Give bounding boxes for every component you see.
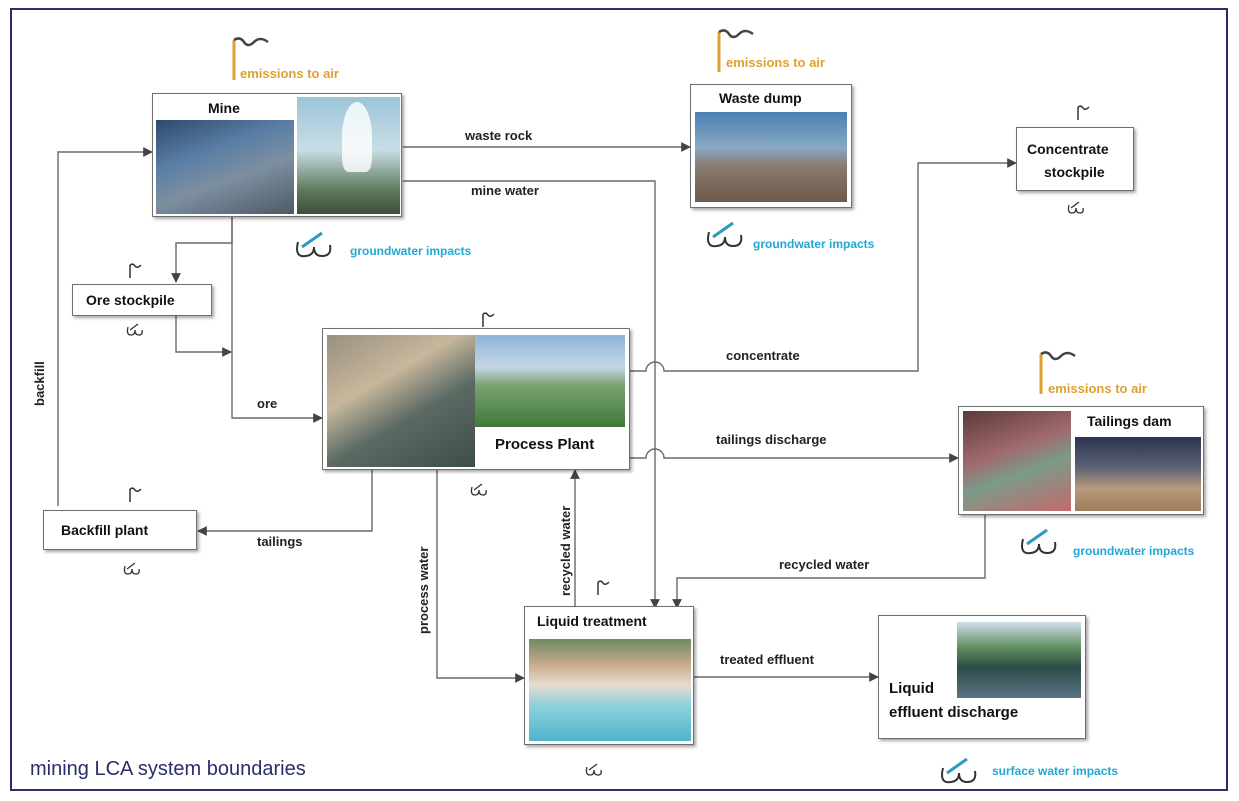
flow-label-process-water: process water <box>416 546 431 634</box>
flow-label-recycled-water: recycled water <box>779 557 870 572</box>
groundwater-icon <box>1021 528 1057 555</box>
recycled-water-arrow <box>672 515 986 609</box>
tailings-groundwater-label: groundwater impacts <box>1073 544 1195 558</box>
mine-headframe-photo <box>297 97 400 214</box>
small-groundwater-icon <box>1067 201 1084 214</box>
small-flag-icon <box>482 312 495 327</box>
flow-label-waste-rock: waste rock <box>465 128 533 143</box>
mine-groundwater-label: groundwater impacts <box>350 244 472 258</box>
ore-arrow <box>231 217 323 423</box>
waste-dump-node: Waste dump <box>690 84 852 208</box>
liquid-treatment-node: Liquid treatment <box>524 606 694 745</box>
emissions-flag-icon <box>1039 351 1076 394</box>
liquid-treatment-title: Liquid treatment <box>537 613 647 629</box>
diagram-caption: mining LCA system boundaries <box>30 758 306 780</box>
liquid-effluent-title-1: Liquid <box>889 680 934 697</box>
surface-water-label: surface water impacts <box>992 764 1119 778</box>
flow-label-mine-water: mine water <box>471 183 539 198</box>
flow-label-treated-effluent: treated effluent <box>720 652 814 667</box>
liquid-effluent-photo <box>957 622 1081 698</box>
emissions-flag-icon <box>717 29 754 72</box>
process-plant-thickener-photo <box>327 335 475 467</box>
surface-water-icon <box>941 757 977 784</box>
tailings-dam-node: Tailings dam <box>958 406 1204 515</box>
liquid-effluent-node: Liquid effluent discharge <box>878 615 1086 739</box>
small-flag-icon <box>1077 105 1090 120</box>
flow-label-tailings-discharge: tailings discharge <box>716 432 827 447</box>
tailings-emissions-label: emissions to air <box>1048 381 1147 396</box>
tailings-arrow <box>197 470 373 536</box>
small-groundwater-icon <box>126 323 143 336</box>
ore-stockpile-title: Ore stockpile <box>86 292 175 308</box>
tailings-discharge-arrow <box>630 448 959 463</box>
tailings-dam-photo-1 <box>963 411 1071 511</box>
mine-pit-photo <box>156 120 294 214</box>
tailings-dam-title: Tailings dam <box>1087 413 1172 429</box>
backfill-arrow <box>57 147 153 506</box>
flow-label-tailings: tailings <box>257 534 303 549</box>
mine-node: Mine <box>152 93 402 217</box>
waste-dump-photo <box>695 112 847 202</box>
flow-label-ore: ore <box>257 396 278 411</box>
groundwater-icon <box>707 221 743 248</box>
liquid-treatment-photo <box>529 639 691 741</box>
backfill-plant-title: Backfill plant <box>61 522 149 538</box>
small-flag-icon <box>129 487 142 502</box>
mine-water-arrow <box>403 180 660 609</box>
small-groundwater-icon <box>123 562 140 575</box>
waste-dump-groundwater-label: groundwater impacts <box>753 237 875 251</box>
process-plant-node: Process Plant <box>322 328 630 470</box>
mine-emissions-label: emissions to air <box>240 66 339 81</box>
flow-label-backfill: backfill <box>32 361 47 406</box>
process-water-arrow <box>436 470 525 683</box>
concentrate-arrow <box>630 158 1017 372</box>
flow-label-recycled-water-vertical: recycled water <box>558 505 573 596</box>
small-groundwater-icon <box>470 483 487 496</box>
concentrate-stockpile-node: Concentrate stockpile <box>1016 127 1134 191</box>
flow-label-concentrate: concentrate <box>726 348 800 363</box>
concentrate-stockpile-title-2: stockpile <box>1044 164 1105 180</box>
emissions-flag-icon <box>232 37 269 80</box>
waste-dump-emissions-label: emissions to air <box>726 55 825 70</box>
ore-stockpile-to-process-arrow <box>175 316 232 357</box>
mine-to-ore-stockpile-arrow <box>171 217 233 283</box>
tailings-dam-photo-2 <box>1075 437 1201 511</box>
small-groundwater-icon <box>585 763 602 776</box>
small-flag-icon <box>129 263 142 278</box>
process-plant-title: Process Plant <box>495 436 595 453</box>
ore-stockpile-node: Ore stockpile <box>72 284 212 316</box>
concentrate-stockpile-title-1: Concentrate <box>1027 141 1109 157</box>
waste-dump-title: Waste dump <box>719 90 802 106</box>
groundwater-icon <box>296 231 332 258</box>
small-flag-icon <box>597 580 610 595</box>
liquid-effluent-title-2: effluent discharge <box>889 704 1019 721</box>
mine-title: Mine <box>208 100 240 116</box>
backfill-plant-node: Backfill plant <box>43 510 197 550</box>
